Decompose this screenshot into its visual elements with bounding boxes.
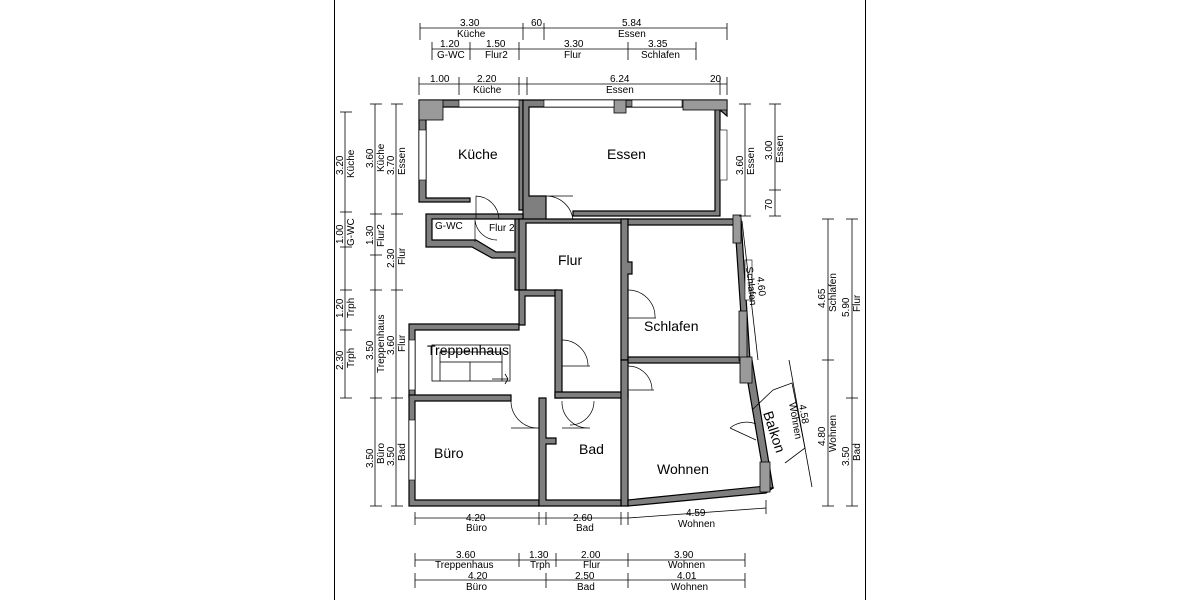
dim-right-essen-inner-value: 3.60: [735, 155, 746, 175]
dim-left-c3-2-label: Flur: [397, 247, 408, 265]
dim-right-schlafen-diag-label: Schlafen: [743, 266, 758, 306]
dim-left-c1-4-label: Trph: [346, 348, 357, 368]
dim-top-r1-1-value: 3.30: [460, 18, 480, 29]
dim-top-r2-1-label: G-WC: [437, 50, 465, 61]
dim-left-c3-1-label: Essen: [397, 147, 408, 175]
dim-left-c2-1-value: 3.60: [365, 148, 376, 168]
dim-top-r2-4-value: 3.35: [648, 39, 668, 50]
dim-bottom-r2-3-label: Wohnen: [671, 582, 708, 593]
dim-left-c2-3-label: Treppenhaus: [376, 314, 387, 373]
room-label-essen: Essen: [607, 146, 646, 162]
dim-bottom-r1-3-label: Flur: [583, 560, 601, 571]
dim-bottom-r1-3-value: 2.00: [581, 550, 601, 561]
dim-bottom-r1-4-value: 3.90: [674, 550, 694, 561]
dim-bottom-r1-2-value: 1.30: [529, 550, 549, 561]
dim-right-seventy-value: 70: [764, 198, 775, 210]
room-label-bad: Bad: [579, 441, 604, 457]
dim-left-c2-2-value: 1.30: [365, 225, 376, 245]
room-label-treppenhaus: Treppenhaus: [427, 342, 509, 358]
dim-right-schlafen-diag-value: 4.60: [754, 276, 767, 297]
dim-bottom-r2-1-label: Büro: [466, 582, 488, 593]
doors: [474, 195, 757, 441]
dim-top-r3-1-value: 1.00: [430, 74, 450, 85]
dim-top-r1-3-label: Essen: [618, 29, 646, 40]
dim-right-flur-label: Flur: [852, 294, 863, 312]
room-label-wohnen: Wohnen: [657, 461, 709, 477]
dim-bottom-r2-1-value: 4.20: [468, 571, 488, 582]
dim-left-c1-2-label: G-WC: [346, 218, 357, 246]
dim-right-bad-label: Bad: [852, 443, 863, 461]
room-label-kueche: Küche: [458, 146, 498, 162]
dim-top-r3-2-label: Küche: [473, 85, 502, 96]
dim-top-r2-4-label: Schlafen: [641, 50, 680, 61]
dim-top-r2-3-label: Flur: [564, 50, 582, 61]
dim-left-c3-2-value: 2.30: [386, 248, 397, 268]
dim-top-r3-3-value: 6.24: [610, 74, 630, 85]
dim-bottom-inner-1-label: Büro: [466, 523, 488, 534]
dim-left-c3-3-label: Flur: [397, 334, 408, 352]
room-label-schlafen: Schlafen: [644, 318, 698, 334]
dim-left-c1-5-value: 3.50: [365, 448, 376, 468]
dim-left-c1-2-value: 1.00: [335, 224, 346, 244]
dim-bottom-inner-1-value: 4.20: [466, 513, 486, 524]
dim-bottom-r1-2-label: Trph: [530, 560, 550, 571]
dim-right-bad-value: 3.50: [841, 446, 852, 466]
dim-left-c3-3-value: 3.60: [386, 335, 397, 355]
dim-left-c1-3-label: Trph: [346, 298, 357, 318]
room-label-flur2: Flur 2: [489, 223, 515, 234]
dim-top-r1-1-label: Küche: [457, 29, 486, 40]
dims-right: 3.60 Essen 3.00 Essen 70 4.60 Schlafen 4…: [735, 103, 863, 507]
dim-top-r3-3-label: Essen: [606, 85, 634, 96]
dim-right-wohnen-value: 4.80: [817, 426, 828, 446]
dim-top-r1-2-value: 60: [531, 18, 543, 29]
dim-left-c1-5-label: Büro: [376, 442, 387, 464]
dim-right-schlafen-label: Schlafen: [828, 273, 839, 312]
dim-right-wohnen-label: Wohnen: [828, 415, 839, 452]
dim-bottom-r1-1-label: Treppenhaus: [435, 560, 494, 571]
balcony-outline: [772, 382, 806, 464]
dim-right-wohnen-diag-value: 4.58: [796, 404, 810, 426]
dim-bottom-r2-2-value: 2.50: [575, 571, 595, 582]
dim-top-r2-3-value: 3.30: [564, 39, 584, 50]
dim-right-essen-outer-value: 3.00: [764, 140, 775, 160]
dim-left-c2-1-label: Küche: [376, 143, 387, 172]
dim-bottom-r1-1-value: 3.60: [456, 550, 476, 561]
room-label-gwc: G-WC: [435, 221, 463, 232]
dim-left-c1-3-value: 1.20: [335, 298, 346, 318]
dims-left: 3.20 Küche 1.00 G-WC 1.20 Trph 2.30 Trph…: [335, 103, 408, 507]
dims-top: 3.30 Küche 60 5.84 Essen 1.20 G-WC 1.50 …: [418, 18, 728, 96]
dim-left-c1-4-value: 2.30: [335, 350, 346, 370]
room-label-buero: Büro: [434, 445, 464, 461]
dim-top-r1-3-value: 5.84: [622, 18, 642, 29]
dim-top-r2-1-value: 1.20: [440, 39, 460, 50]
dim-left-c2-2-label: Flur2: [376, 224, 387, 247]
dim-right-essen-outer-label: Essen: [775, 135, 786, 163]
dim-left-c3-1-value: 3.70: [386, 155, 397, 175]
room-label-flur: Flur: [558, 252, 582, 268]
dim-top-r3-2-value: 2.20: [477, 74, 497, 85]
dim-top-r2-2-value: 1.50: [486, 39, 506, 50]
dim-left-c1-1-value: 3.20: [335, 155, 346, 175]
dim-top-r2-2-label: Flur2: [485, 50, 508, 61]
dim-left-c2-3-value: 3.50: [365, 340, 376, 360]
dim-bottom-inner-2-label: Bad: [576, 523, 594, 534]
dim-bottom-r2-2-label: Bad: [577, 582, 595, 593]
dim-left-c2-4-value: 3.50: [386, 446, 397, 466]
dim-bottom-r2-3-value: 4.01: [677, 571, 697, 582]
walls: [408, 99, 775, 507]
dim-right-schlafen-value: 4.65: [817, 288, 828, 308]
dim-bottom-inner-2-value: 2.60: [573, 513, 593, 524]
stairs: [431, 344, 511, 385]
dim-left-c2-4-label: Bad: [397, 443, 408, 461]
dim-top-r3-4-value: 20: [710, 74, 722, 85]
dim-right-flur-value: 5.90: [841, 297, 852, 317]
dims-bottom: 4.20 Büro 2.60 Bad 4.59 Wohnen 3.60 Trep…: [414, 500, 767, 593]
dim-left-c1-1-label: Küche: [346, 149, 357, 178]
dim-bottom-inner-3-label: Wohnen: [678, 519, 715, 530]
dim-bottom-inner-3-value: 4.59: [686, 508, 706, 519]
dim-right-essen-inner-label: Essen: [746, 147, 757, 175]
dim-bottom-r1-4-label: Wohnen: [668, 560, 705, 571]
